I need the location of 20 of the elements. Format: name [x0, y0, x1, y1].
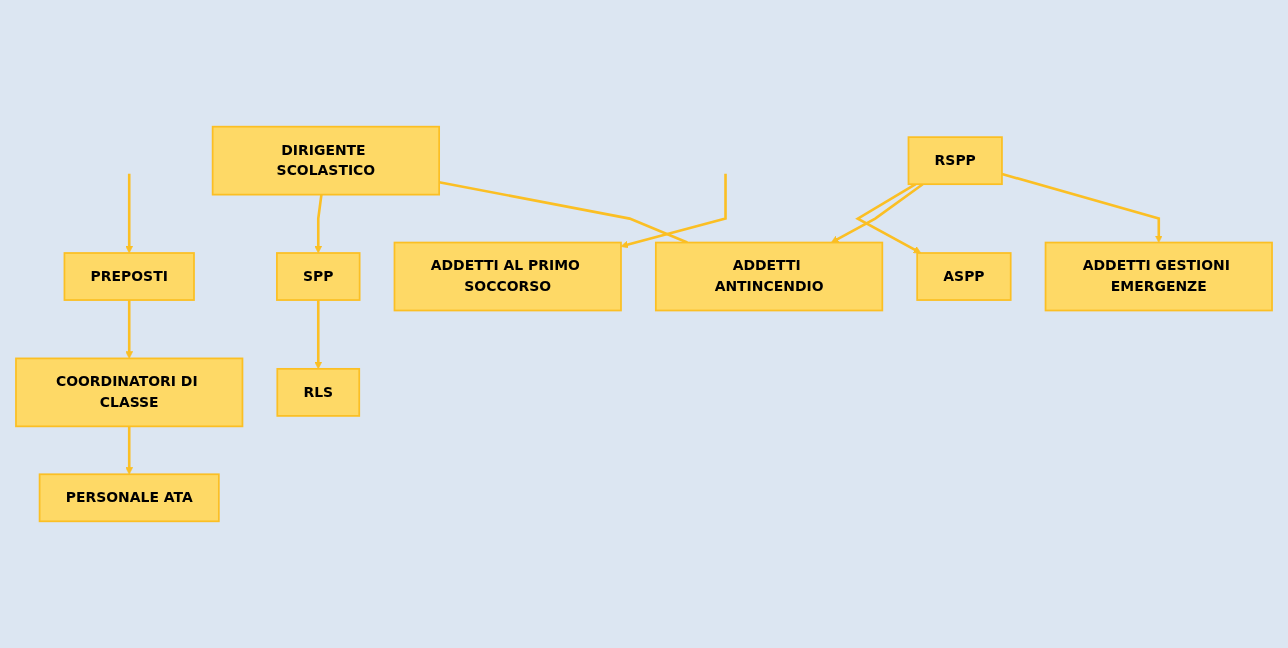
node-box: DIRIGENTE SCOLASTICO — [211, 125, 440, 196]
node-box: ASPP — [916, 252, 1012, 301]
node-box: ADDETTI GESTIONI EMERGENZE — [1044, 241, 1273, 312]
node-box: ADDETTI ANTINCENDIO — [654, 241, 884, 312]
node-box: ADDETTI AL PRIMO SOCCORSO — [393, 241, 622, 312]
node-box: RSPP — [907, 136, 1003, 186]
node-box: PERSONALE ATA — [38, 473, 220, 523]
arrow — [125, 300, 134, 359]
node-box: COORDINATORI DI CLASSE — [15, 357, 244, 428]
arrow — [314, 194, 323, 254]
node-box: SPP — [276, 252, 361, 301]
arrow — [125, 426, 134, 475]
arrow — [855, 183, 922, 254]
arrow — [620, 173, 727, 249]
node-box: RLS — [276, 368, 361, 417]
arrow — [1001, 172, 1163, 243]
arrow — [314, 300, 323, 370]
arrow — [830, 183, 924, 243]
node-box: PREPOSTI — [63, 252, 195, 301]
arrow — [125, 173, 134, 254]
